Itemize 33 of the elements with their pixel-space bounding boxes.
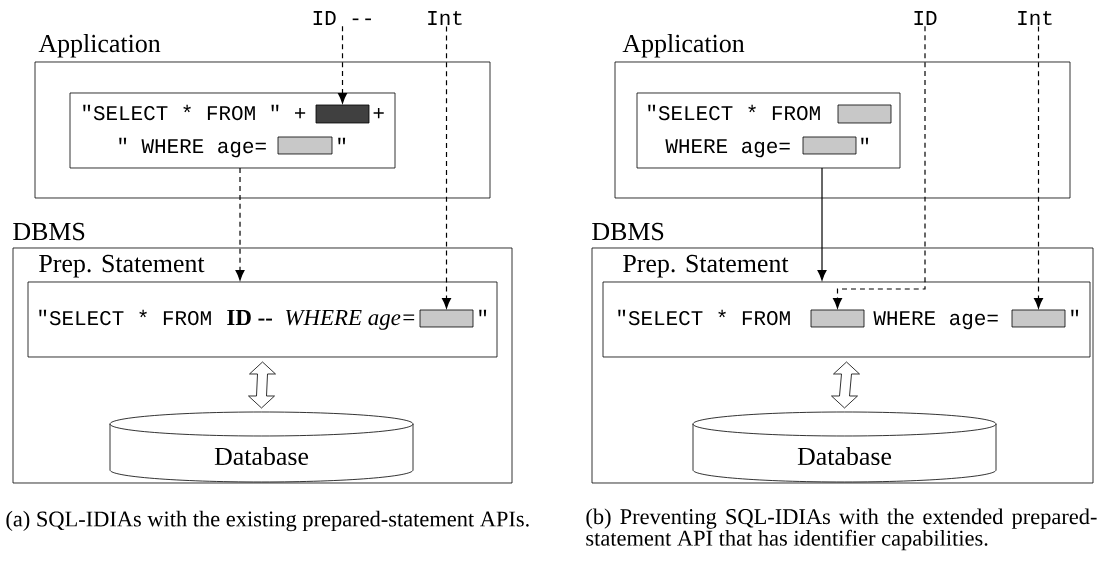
parameter-label: ID: [914, 11, 937, 25]
arrow: [817, 167, 827, 281]
caption: (b) Preventing SQL-IDIAs with the extended prepared-statement API that has identifier capabilities.: [586, 508, 1097, 551]
parameter-label: ID --: [313, 11, 371, 25]
placeholder-slot: [802, 136, 857, 155]
code-box: Prep. Statement "SELECT * FROM WHERE age= ": [602, 254, 1091, 358]
placeholder-slot: [837, 104, 892, 124]
database-cylinder: Database: [109, 411, 414, 483]
database-cylinder: Database: [692, 411, 997, 483]
double-arrow: [831, 361, 860, 409]
placeholder-slot: [810, 309, 865, 328]
node-label: Prep. Statement: [39, 254, 205, 278]
code-box: "SELECT * FROM WHERE age= ": [636, 92, 901, 169]
parameter-label: Int: [428, 10, 462, 26]
node-label: Prep. Statement: [623, 254, 789, 278]
placeholder-slot: [277, 136, 333, 155]
arrow: [833, 25, 926, 309]
caption: (a) SQL-IDIAs with the existing prepared-statement APIs.: [6, 510, 529, 532]
placeholder-slot: [419, 309, 474, 328]
arrow: [442, 25, 451, 309]
placeholder-slot: [315, 104, 370, 124]
arrow: [338, 25, 347, 104]
code-box: Prep. Statement "SELECT * FROM ID -- WHERE age= ": [27, 254, 498, 358]
node-label: DBMS: [592, 222, 664, 241]
node-label: Application: [622, 34, 745, 58]
parameter-label: Int: [1018, 10, 1052, 26]
arrow: [1034, 25, 1043, 309]
node-label: DBMS: [13, 222, 85, 241]
node-label: Application: [38, 34, 161, 58]
arrow: [235, 167, 245, 281]
placeholder-slot: [1011, 309, 1066, 328]
double-arrow: [248, 361, 276, 409]
code-box: "SELECT * FROM " + + " WHERE age= ": [69, 92, 396, 169]
